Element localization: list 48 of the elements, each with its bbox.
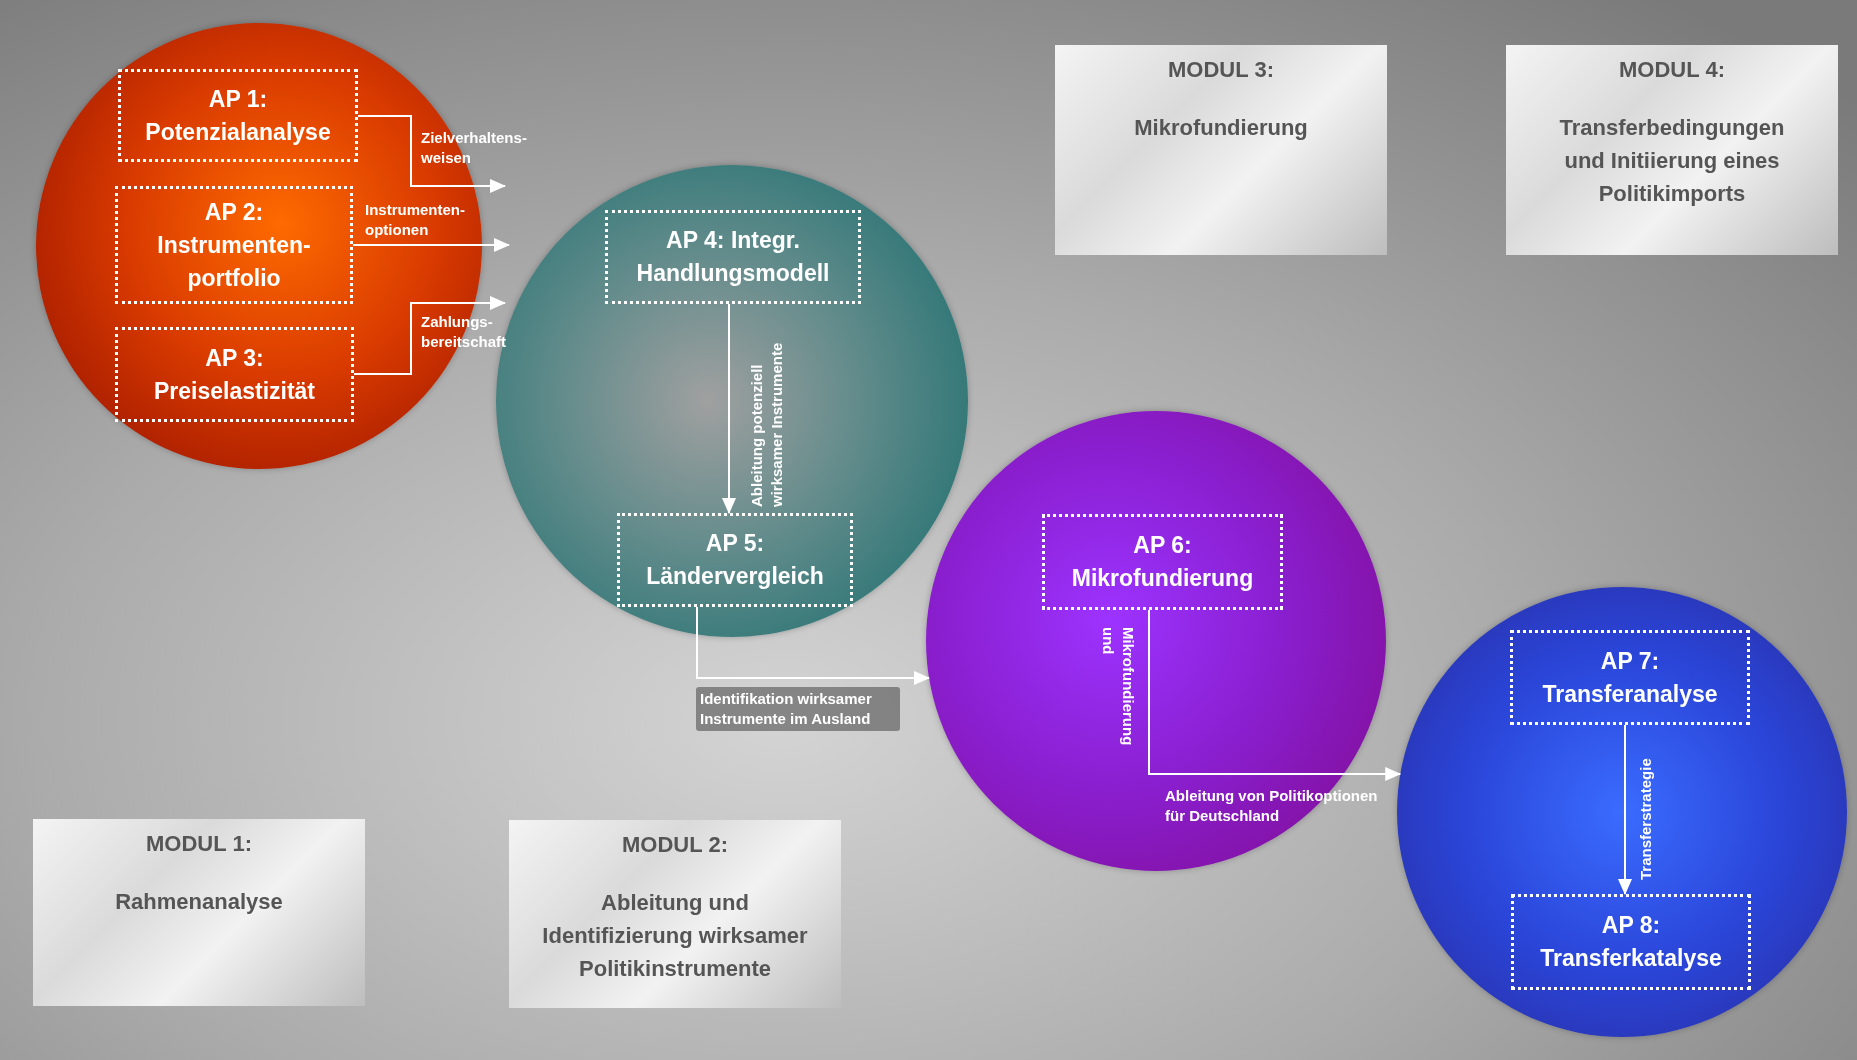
box-title: AP 8: xyxy=(1601,911,1661,940)
box-text: Mikrofundierung xyxy=(1071,564,1254,593)
box-text: Instrumenten- portfolio xyxy=(156,230,312,293)
work-package-box xyxy=(617,513,853,607)
box-title: AP 7: xyxy=(1600,646,1660,676)
work-package-box xyxy=(118,69,358,162)
work-package-box xyxy=(605,210,861,304)
work-package-box xyxy=(1511,894,1751,990)
arrow xyxy=(357,115,506,193)
module-panel xyxy=(33,819,365,1006)
box-title: MODUL 2: xyxy=(622,832,728,858)
arrow xyxy=(1618,724,1632,895)
box-title: AP 1: xyxy=(208,84,268,114)
box-text: Ableitung und Identifizierung wirksamer Politikinstrumente xyxy=(541,889,809,983)
arrow xyxy=(696,606,930,685)
work-package-box xyxy=(1042,514,1283,610)
box-text: Transferbedingungen und Initiierung eines Politikimports xyxy=(1558,114,1786,208)
work-package-box xyxy=(115,186,353,304)
box-title: MODUL 4: xyxy=(1619,57,1725,83)
box-title: MODUL 1: xyxy=(146,831,252,857)
module-panel xyxy=(1506,45,1838,255)
box-text: Preiselastizität xyxy=(153,376,316,406)
work-package-box xyxy=(1510,630,1750,725)
arrow xyxy=(352,238,510,252)
arrow xyxy=(1148,609,1402,781)
edge-label: Ableitung potenziell wirksamer Instrumente xyxy=(747,341,786,507)
box-title: AP 6: xyxy=(1133,531,1192,560)
box-text: Handlungsmodell xyxy=(636,259,830,288)
arrow xyxy=(722,303,736,514)
box-title: AP 2: xyxy=(204,197,264,227)
box-text: Transferkatalyse xyxy=(1540,944,1722,973)
edge-label: Instrumenten- optionen xyxy=(365,200,466,240)
box-text: Ländervergleich xyxy=(646,562,824,591)
box-text: Mikrofundierung xyxy=(1134,114,1308,142)
edge-label: Transferstrategie xyxy=(1636,757,1655,880)
box-title: MODUL 3: xyxy=(1168,57,1274,83)
box-title: AP 3: xyxy=(205,343,264,373)
work-package-box xyxy=(115,327,354,422)
box-title: AP 5: xyxy=(705,529,765,558)
box-text: Rahmenanalyse xyxy=(115,888,283,916)
rotated-label: Mikrofundierung und xyxy=(1099,627,1138,748)
box-text: Potenzialanalyse xyxy=(145,117,331,147)
module-panel xyxy=(509,820,841,1008)
arrow xyxy=(353,296,506,375)
edge-label: Identifikation wirksamer Instrumente im Ausland xyxy=(696,687,900,731)
box-text: Transferanalyse xyxy=(1542,679,1718,709)
module-panel xyxy=(1055,45,1387,255)
box-title: AP 4: Integr. xyxy=(666,226,800,255)
